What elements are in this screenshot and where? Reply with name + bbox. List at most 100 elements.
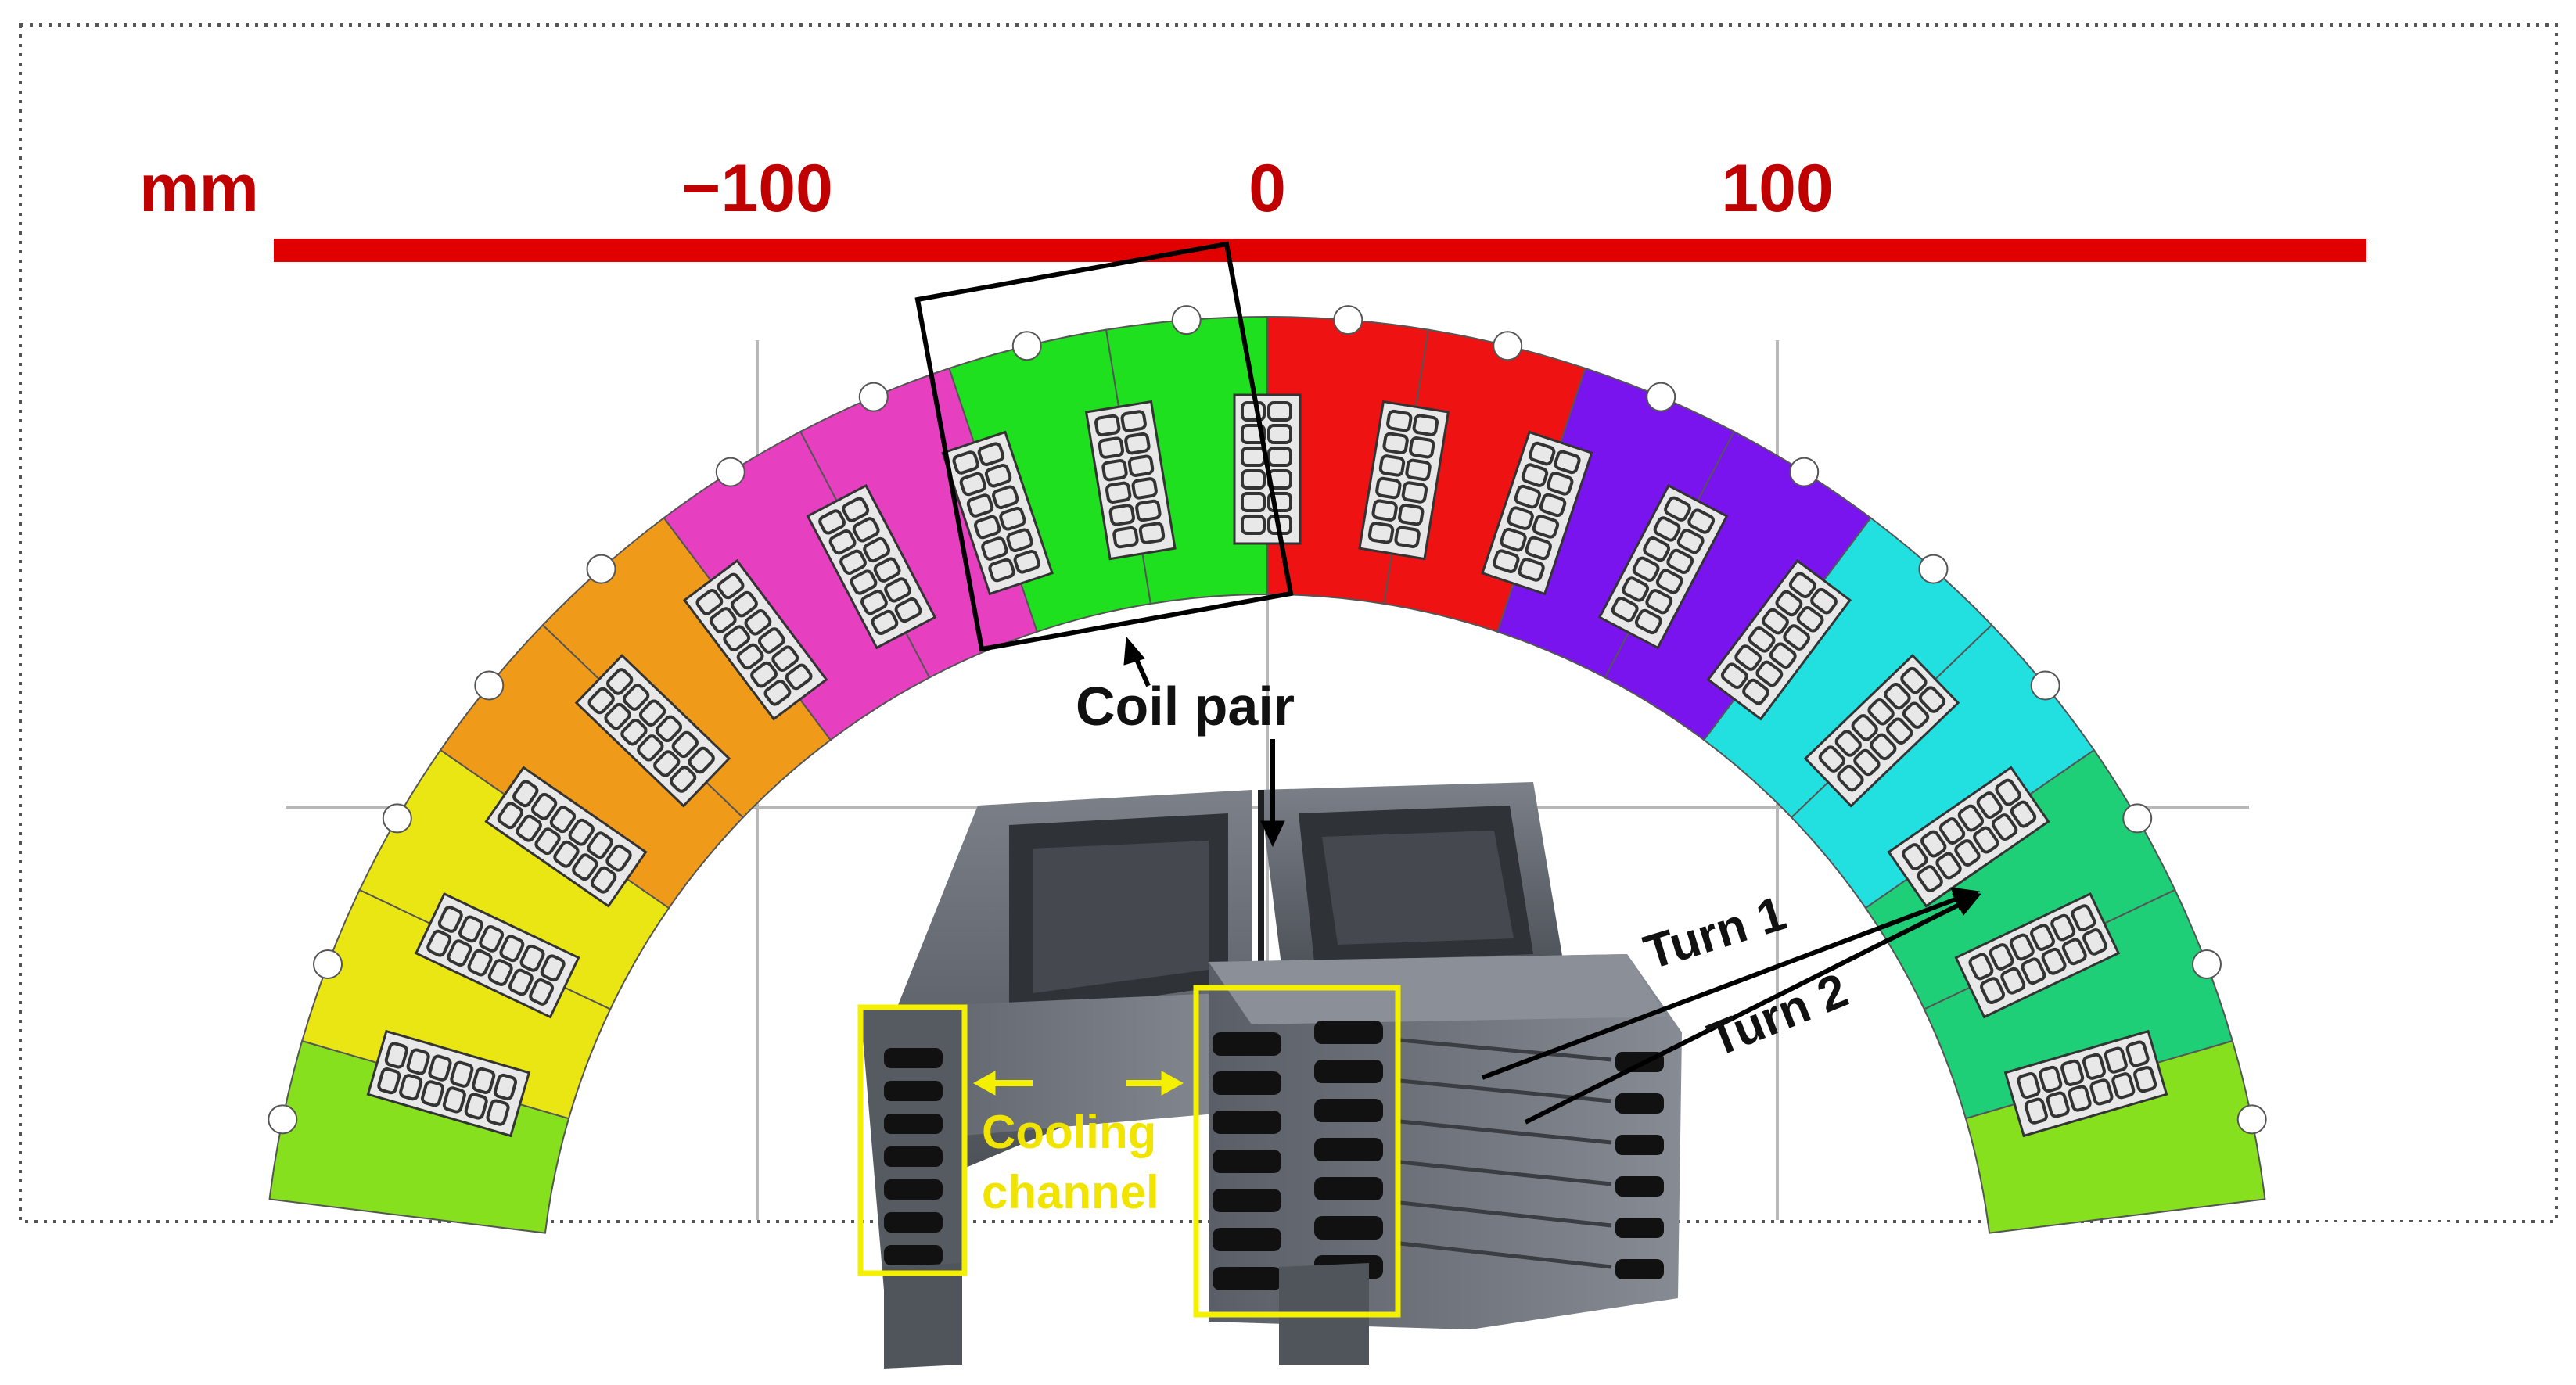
coil-turn-16-5-1: [2024, 1097, 2048, 1125]
left-channel-2: [884, 1114, 943, 1134]
coil-turn-5-1-0: [828, 529, 857, 555]
coil-turn-3-4-0: [653, 750, 681, 777]
segment-notch-6: [858, 382, 889, 412]
coil-slot-10: [1481, 430, 1593, 596]
coil-turn-5-2-1: [863, 536, 891, 563]
coil-turn-6-5-0: [988, 558, 1015, 583]
coil-turn-13-4-0: [1834, 730, 1862, 757]
coil-turn-14-5-1: [1917, 865, 1943, 892]
coil-turn-15-4-0: [1989, 943, 2014, 971]
coil-turn-9-3-1: [1401, 481, 1428, 504]
coil-turn-9-2-0: [1378, 454, 1406, 477]
coil-turn-11-4-1: [1645, 589, 1673, 615]
front-channel-b-1: [1314, 1060, 1383, 1083]
coil-turn-0-0-0: [377, 1067, 401, 1095]
coil-turn-12-4-1: [1755, 660, 1784, 687]
coil-turn-7-1-0: [1098, 436, 1125, 459]
coil-turn-11-0-0: [1664, 496, 1691, 522]
coil-turn-1-2-1: [479, 925, 505, 953]
left-channel-3: [884, 1146, 943, 1167]
coil-turn-16-4-0: [2039, 1065, 2063, 1093]
coil-turn-5-5-0: [871, 609, 899, 636]
coil-turn-16-0-1: [2133, 1066, 2157, 1093]
coil-turn-14-2-1: [1973, 826, 1999, 854]
coil-turn-13-0-1: [1918, 686, 1946, 713]
coil-turn-8-1-0: [1241, 424, 1266, 444]
coil-turn-10-4-1: [1525, 536, 1552, 561]
cooling-arrow-left-head: [972, 1071, 996, 1096]
coil-turn-7-4-1: [1135, 499, 1162, 522]
coil-turn-15-3-1: [2021, 957, 2046, 985]
coil-turn-0-3-0: [442, 1086, 466, 1114]
side-rib-4: [1399, 1200, 1612, 1228]
turn-1-label: Turn 1: [1638, 886, 1792, 980]
segment-notch-15: [2122, 803, 2153, 834]
left-channel-4: [884, 1179, 943, 1200]
coil-slot-15: [1954, 892, 2121, 1019]
coil-turn-13-4-1: [1853, 748, 1881, 777]
coil-turn-8-5-0: [1241, 515, 1266, 535]
coil-turn-11-0-1: [1687, 508, 1716, 534]
front-channel-a-2: [1213, 1111, 1281, 1134]
coil-slot-5: [806, 483, 937, 650]
coil-turn-2-2-0: [534, 827, 561, 856]
coil-turn-4-0-0: [695, 589, 724, 615]
coil-turn-4-5-0: [763, 680, 792, 706]
coil-turn-14-4-1: [1935, 852, 1962, 880]
coil-turn-12-1-0: [1775, 590, 1803, 617]
turn1-arrow: [1481, 895, 1961, 1080]
coil-turn-12-0-1: [1810, 587, 1838, 615]
coil-turn-5-2-0: [839, 549, 867, 575]
coil-turn-9-4-0: [1371, 499, 1398, 522]
coil-turn-9-1-0: [1382, 432, 1409, 455]
coil-slot-3: [574, 654, 731, 808]
coil-turn-3-0-0: [587, 687, 615, 715]
segment-notch-10: [1493, 331, 1523, 361]
coil-right: [1209, 782, 1682, 1365]
coil-turn-7-4-0: [1108, 504, 1135, 526]
front-channel-b-2: [1314, 1099, 1383, 1122]
coil-turn-10-5-0: [1493, 549, 1520, 573]
coil-turn-2-2-1: [549, 806, 577, 834]
coil-turn-7-1-1: [1124, 432, 1151, 455]
coil-pair-arrow-up-head: [1123, 636, 1145, 666]
coil-turn-9-1-1: [1408, 436, 1435, 459]
dotted-frame: [19, 23, 2558, 1223]
coil-slot-6: [941, 430, 1054, 596]
coil-turn-0-3-1: [450, 1060, 474, 1088]
coil-turn-4-1-0: [709, 607, 737, 633]
coil-turn-11-2-0: [1643, 536, 1671, 562]
coil-turn-8-2-1: [1267, 447, 1292, 467]
coil-turn-14-1-0: [1976, 791, 2003, 820]
coil-turn-6-4-1: [1006, 528, 1033, 553]
turn2-arrow-head: [1952, 893, 1982, 916]
coil-turn-15-0-0: [2071, 904, 2096, 932]
coil-slot-11: [1597, 483, 1729, 650]
coil-turn-1-5-0: [529, 978, 555, 1006]
coil-turn-13-3-1: [1870, 733, 1897, 761]
coil-turn-7-0-0: [1094, 414, 1121, 437]
coil-turn-13-5-1: [1837, 764, 1864, 792]
coil-turn-3-5-0: [669, 766, 697, 793]
segment-notch-3: [474, 670, 505, 701]
coil-turn-16-1-0: [2104, 1046, 2128, 1074]
coil-turn-3-2-1: [638, 699, 666, 727]
coil-left: [860, 790, 1252, 1369]
front-channel-b-3: [1314, 1138, 1383, 1161]
segment-notch-4: [586, 554, 616, 584]
coil-turn-14-0-1: [2010, 800, 2037, 828]
coil-photo: [860, 782, 1682, 1369]
coil-turn-10-0-1: [1554, 450, 1581, 475]
side-channel-1: [1615, 1093, 1664, 1114]
front-channel-a-1: [1213, 1071, 1281, 1095]
coil-slot-2: [484, 766, 648, 908]
front-channel-a-5: [1213, 1228, 1281, 1251]
coil-turn-6-3-1: [999, 506, 1026, 531]
front-channel-a-6: [1213, 1267, 1281, 1290]
coil-turn-13-2-1: [1886, 717, 1913, 745]
coil-turn-4-0-1: [717, 572, 745, 600]
coil-turn-14-3-1: [1954, 839, 1981, 867]
